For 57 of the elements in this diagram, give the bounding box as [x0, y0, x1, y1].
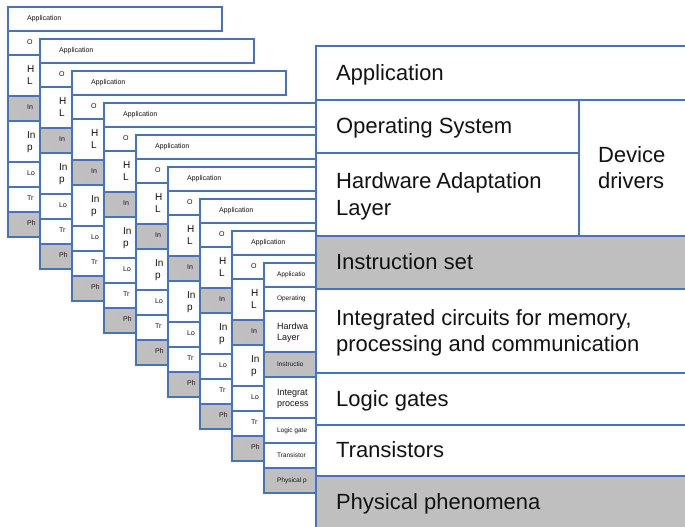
layer-label: Hardware Adaptation Layer	[336, 168, 542, 221]
layer-label: Integrated circuits for memory, processing and communication	[336, 304, 640, 358]
layer-box	[103, 307, 135, 334]
layer-label: H L	[59, 96, 66, 120]
layer-label: H L	[155, 192, 162, 216]
layer-box	[103, 191, 135, 218]
layer-label: H L	[27, 64, 34, 88]
layer-box	[7, 6, 223, 32]
layer-box	[315, 475, 685, 527]
layer-label: Transistors	[336, 437, 444, 464]
layer-label: In p	[27, 130, 36, 154]
layer-box	[167, 371, 199, 398]
layer-box	[167, 255, 199, 282]
layer-box	[71, 70, 287, 96]
layer-box	[135, 134, 315, 160]
layer-box	[39, 38, 255, 64]
layer-label: In p	[59, 162, 68, 186]
layer-label: H L	[251, 288, 258, 312]
layer-label: H L	[91, 128, 98, 152]
layer-box	[135, 339, 167, 366]
layer-label: In p	[155, 258, 164, 282]
layer-box	[71, 159, 103, 186]
layer-box	[7, 95, 39, 122]
layer-box	[231, 435, 263, 462]
layer-label: Integrat process	[277, 386, 309, 408]
layer-box	[135, 223, 167, 250]
layer-box	[167, 166, 315, 192]
layer-box	[199, 198, 315, 224]
layer-label: In p	[123, 226, 132, 250]
layer-label: H L	[123, 160, 130, 184]
layer-box	[231, 319, 263, 346]
layer-box	[263, 351, 315, 378]
layer-box	[315, 235, 685, 290]
layer-label: Hardwa Layer	[277, 320, 308, 342]
layer-box	[39, 243, 71, 270]
layer-box	[315, 45, 685, 101]
layer-box	[7, 211, 39, 238]
layer-box	[103, 102, 315, 128]
layer-label: H L	[219, 256, 226, 280]
layer-label: Instruction set	[336, 249, 473, 276]
layer-box	[71, 275, 103, 302]
layer-box	[199, 403, 231, 430]
layer-box	[263, 467, 315, 494]
layer-label: Logic gates	[336, 386, 449, 412]
layer-label: In p	[91, 194, 100, 218]
layer-label: Application	[336, 60, 444, 86]
layer-box	[199, 287, 231, 314]
layer-label: Physical phenomena	[336, 488, 540, 516]
layer-box	[231, 230, 315, 256]
layer-label: Operating System	[336, 113, 512, 140]
layer-label: Device drivers	[598, 142, 666, 194]
layer-box	[39, 127, 71, 154]
layer-label: In p	[187, 290, 196, 314]
layer-label: H L	[187, 224, 194, 248]
layer-label: In p	[251, 354, 260, 378]
layer-label: In p	[219, 322, 228, 346]
layer-box	[263, 262, 315, 288]
